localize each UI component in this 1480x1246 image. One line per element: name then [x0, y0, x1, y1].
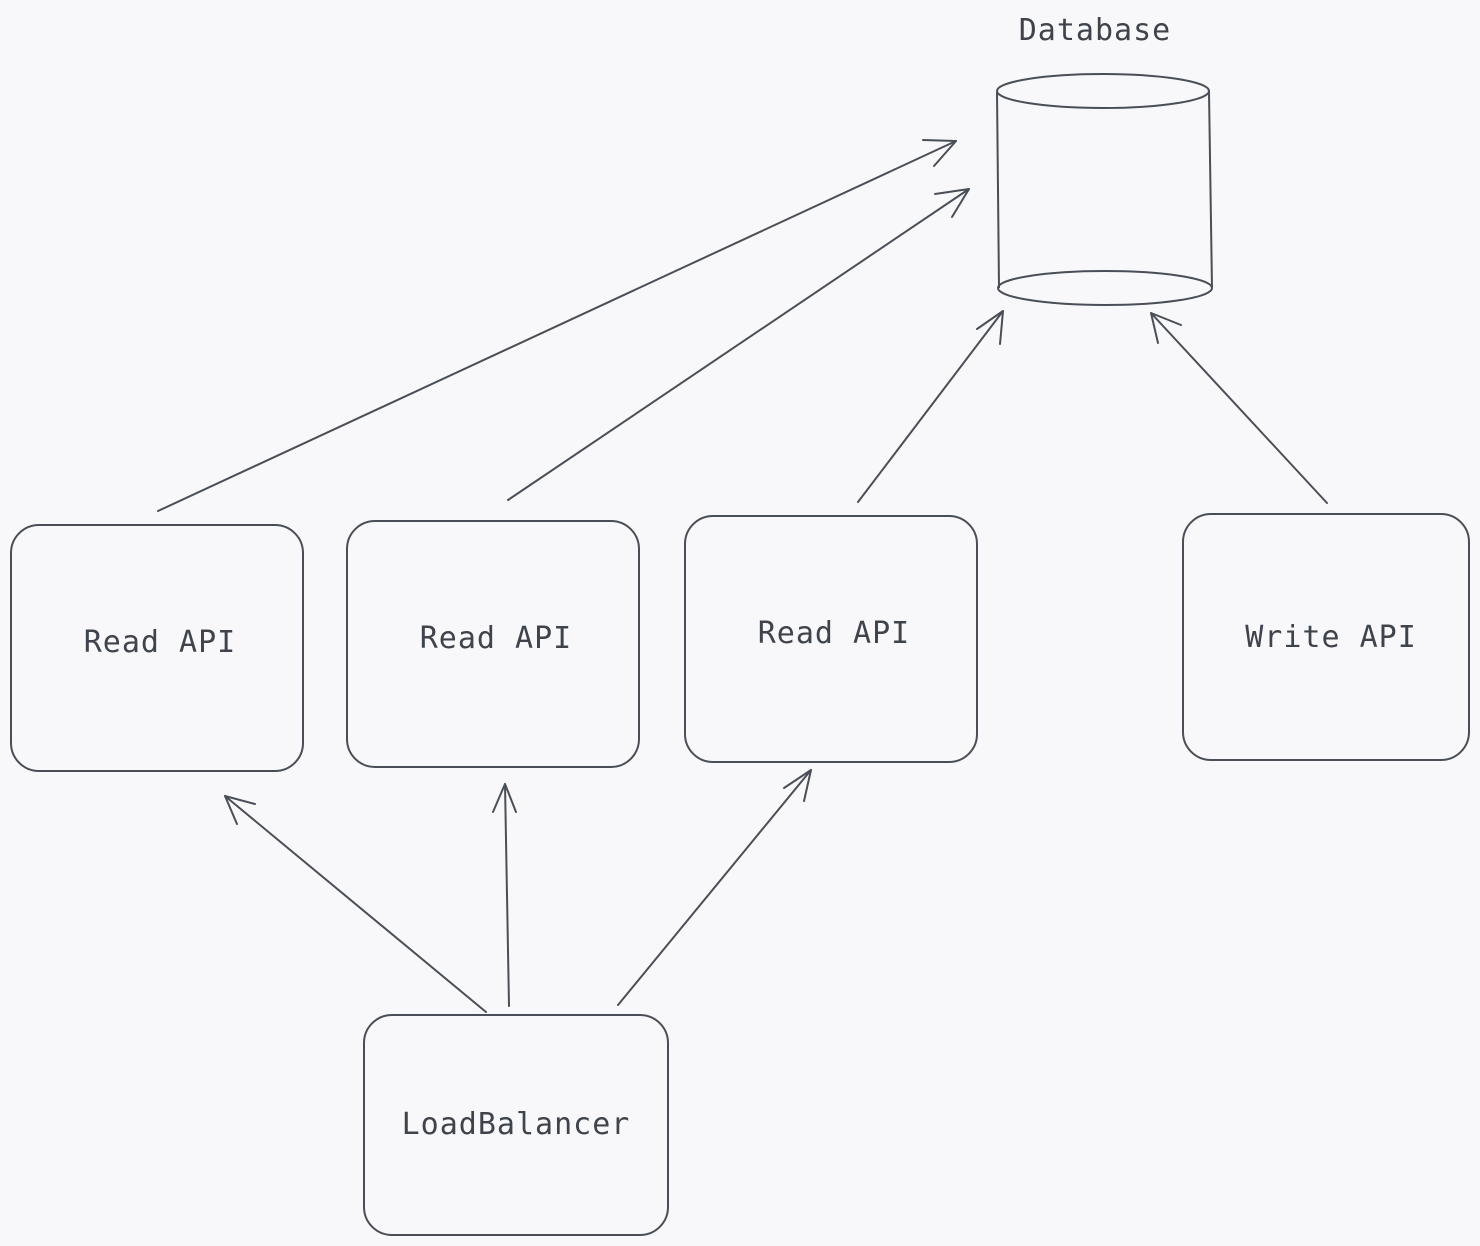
arrow-head-icon — [934, 188, 970, 218]
read-api-label-2: Read API — [420, 621, 573, 656]
edge-write-api-to-database — [1150, 312, 1328, 504]
edge-line — [617, 769, 812, 1006]
load-balancer-label: LoadBalancer — [402, 1107, 631, 1142]
read-api-node-1[interactable]: Read API — [10, 524, 304, 772]
edge-read-api-3-to-database — [857, 310, 1004, 503]
arrow-head-icon — [1150, 312, 1182, 344]
read-api-box-2 — [346, 520, 640, 768]
read-api-node-3[interactable]: Read API — [684, 515, 978, 763]
edge-load-balancer-to-read-api-2 — [492, 783, 517, 1007]
read-api-label-1: Read API — [84, 625, 237, 660]
arrow-head-icon — [492, 783, 517, 813]
edge-load-balancer-to-read-api-1 — [224, 795, 487, 1013]
read-api-box-1 — [10, 524, 304, 772]
edge-read-api-2-to-database — [507, 188, 970, 501]
database-node[interactable]: Database — [996, 13, 1213, 306]
read-api-label-3: Read API — [758, 616, 911, 651]
database-cylinder-icon — [996, 91, 1213, 289]
edge-line — [857, 310, 1004, 503]
arrow-head-icon — [224, 795, 256, 825]
edge-line — [507, 188, 970, 501]
database-label: Database — [1019, 13, 1172, 48]
arrow-head-icon — [783, 769, 812, 802]
load-balancer-node[interactable]: LoadBalancer — [363, 1014, 669, 1236]
arrow-head-icon — [976, 310, 1004, 345]
read-api-node-2[interactable]: Read API — [346, 520, 640, 768]
arrow-head-icon — [922, 139, 957, 167]
write-api-node[interactable]: Write API — [1182, 513, 1470, 761]
write-api-box — [1182, 513, 1470, 761]
edge-load-balancer-to-read-api-3 — [617, 769, 812, 1006]
database-bottom-ellipse — [997, 270, 1213, 306]
edge-read-api-1-to-database — [157, 139, 957, 512]
read-api-box-3 — [684, 515, 978, 763]
edge-line — [157, 140, 957, 512]
write-api-label: Write API — [1245, 620, 1417, 655]
database-top-ellipse — [996, 73, 1210, 109]
edge-line — [224, 795, 487, 1013]
load-balancer-box — [363, 1014, 669, 1236]
edge-line — [1150, 312, 1328, 504]
edge-line — [504, 783, 510, 1007]
